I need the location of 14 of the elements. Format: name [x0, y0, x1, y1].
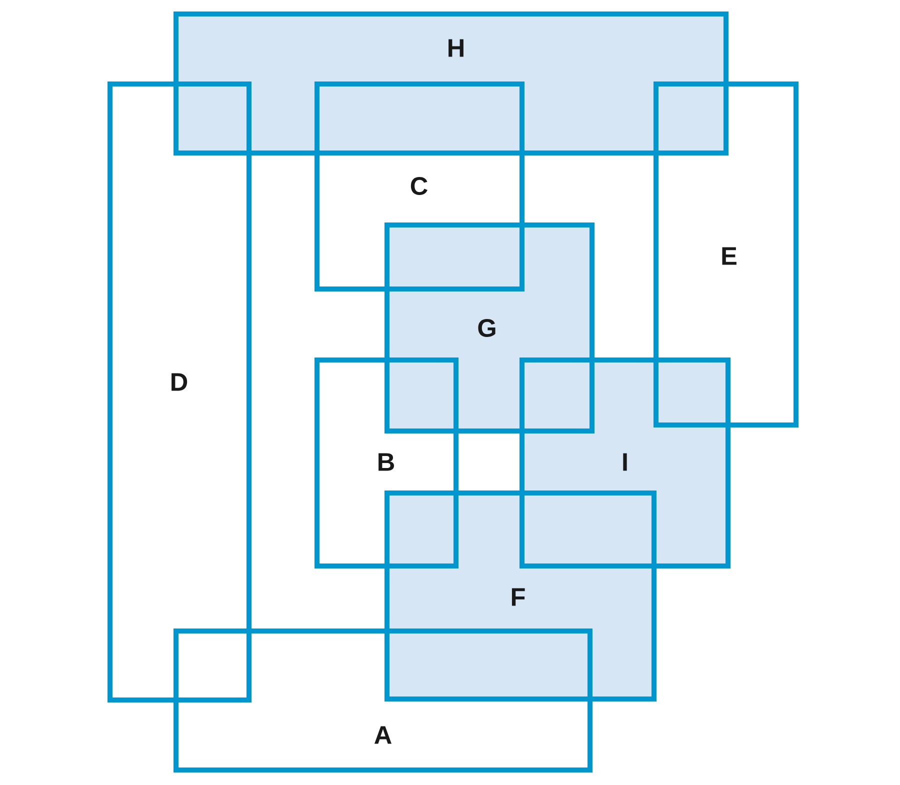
box-letter: H	[448, 39, 464, 57]
box-letter: C	[410, 177, 428, 195]
box-letter: D	[172, 373, 188, 391]
box-letter: B	[378, 453, 394, 471]
outlined-box	[314, 82, 524, 292]
box-letter: F	[512, 588, 525, 606]
outlined-box	[174, 628, 592, 772]
outlined-box	[108, 82, 252, 702]
box-letter: I	[623, 453, 627, 471]
box-letter: A	[374, 726, 392, 744]
outlined-box	[314, 358, 458, 568]
outlined-box	[654, 82, 798, 428]
box-letter: G	[478, 319, 496, 337]
box-letter: E	[722, 247, 736, 265]
